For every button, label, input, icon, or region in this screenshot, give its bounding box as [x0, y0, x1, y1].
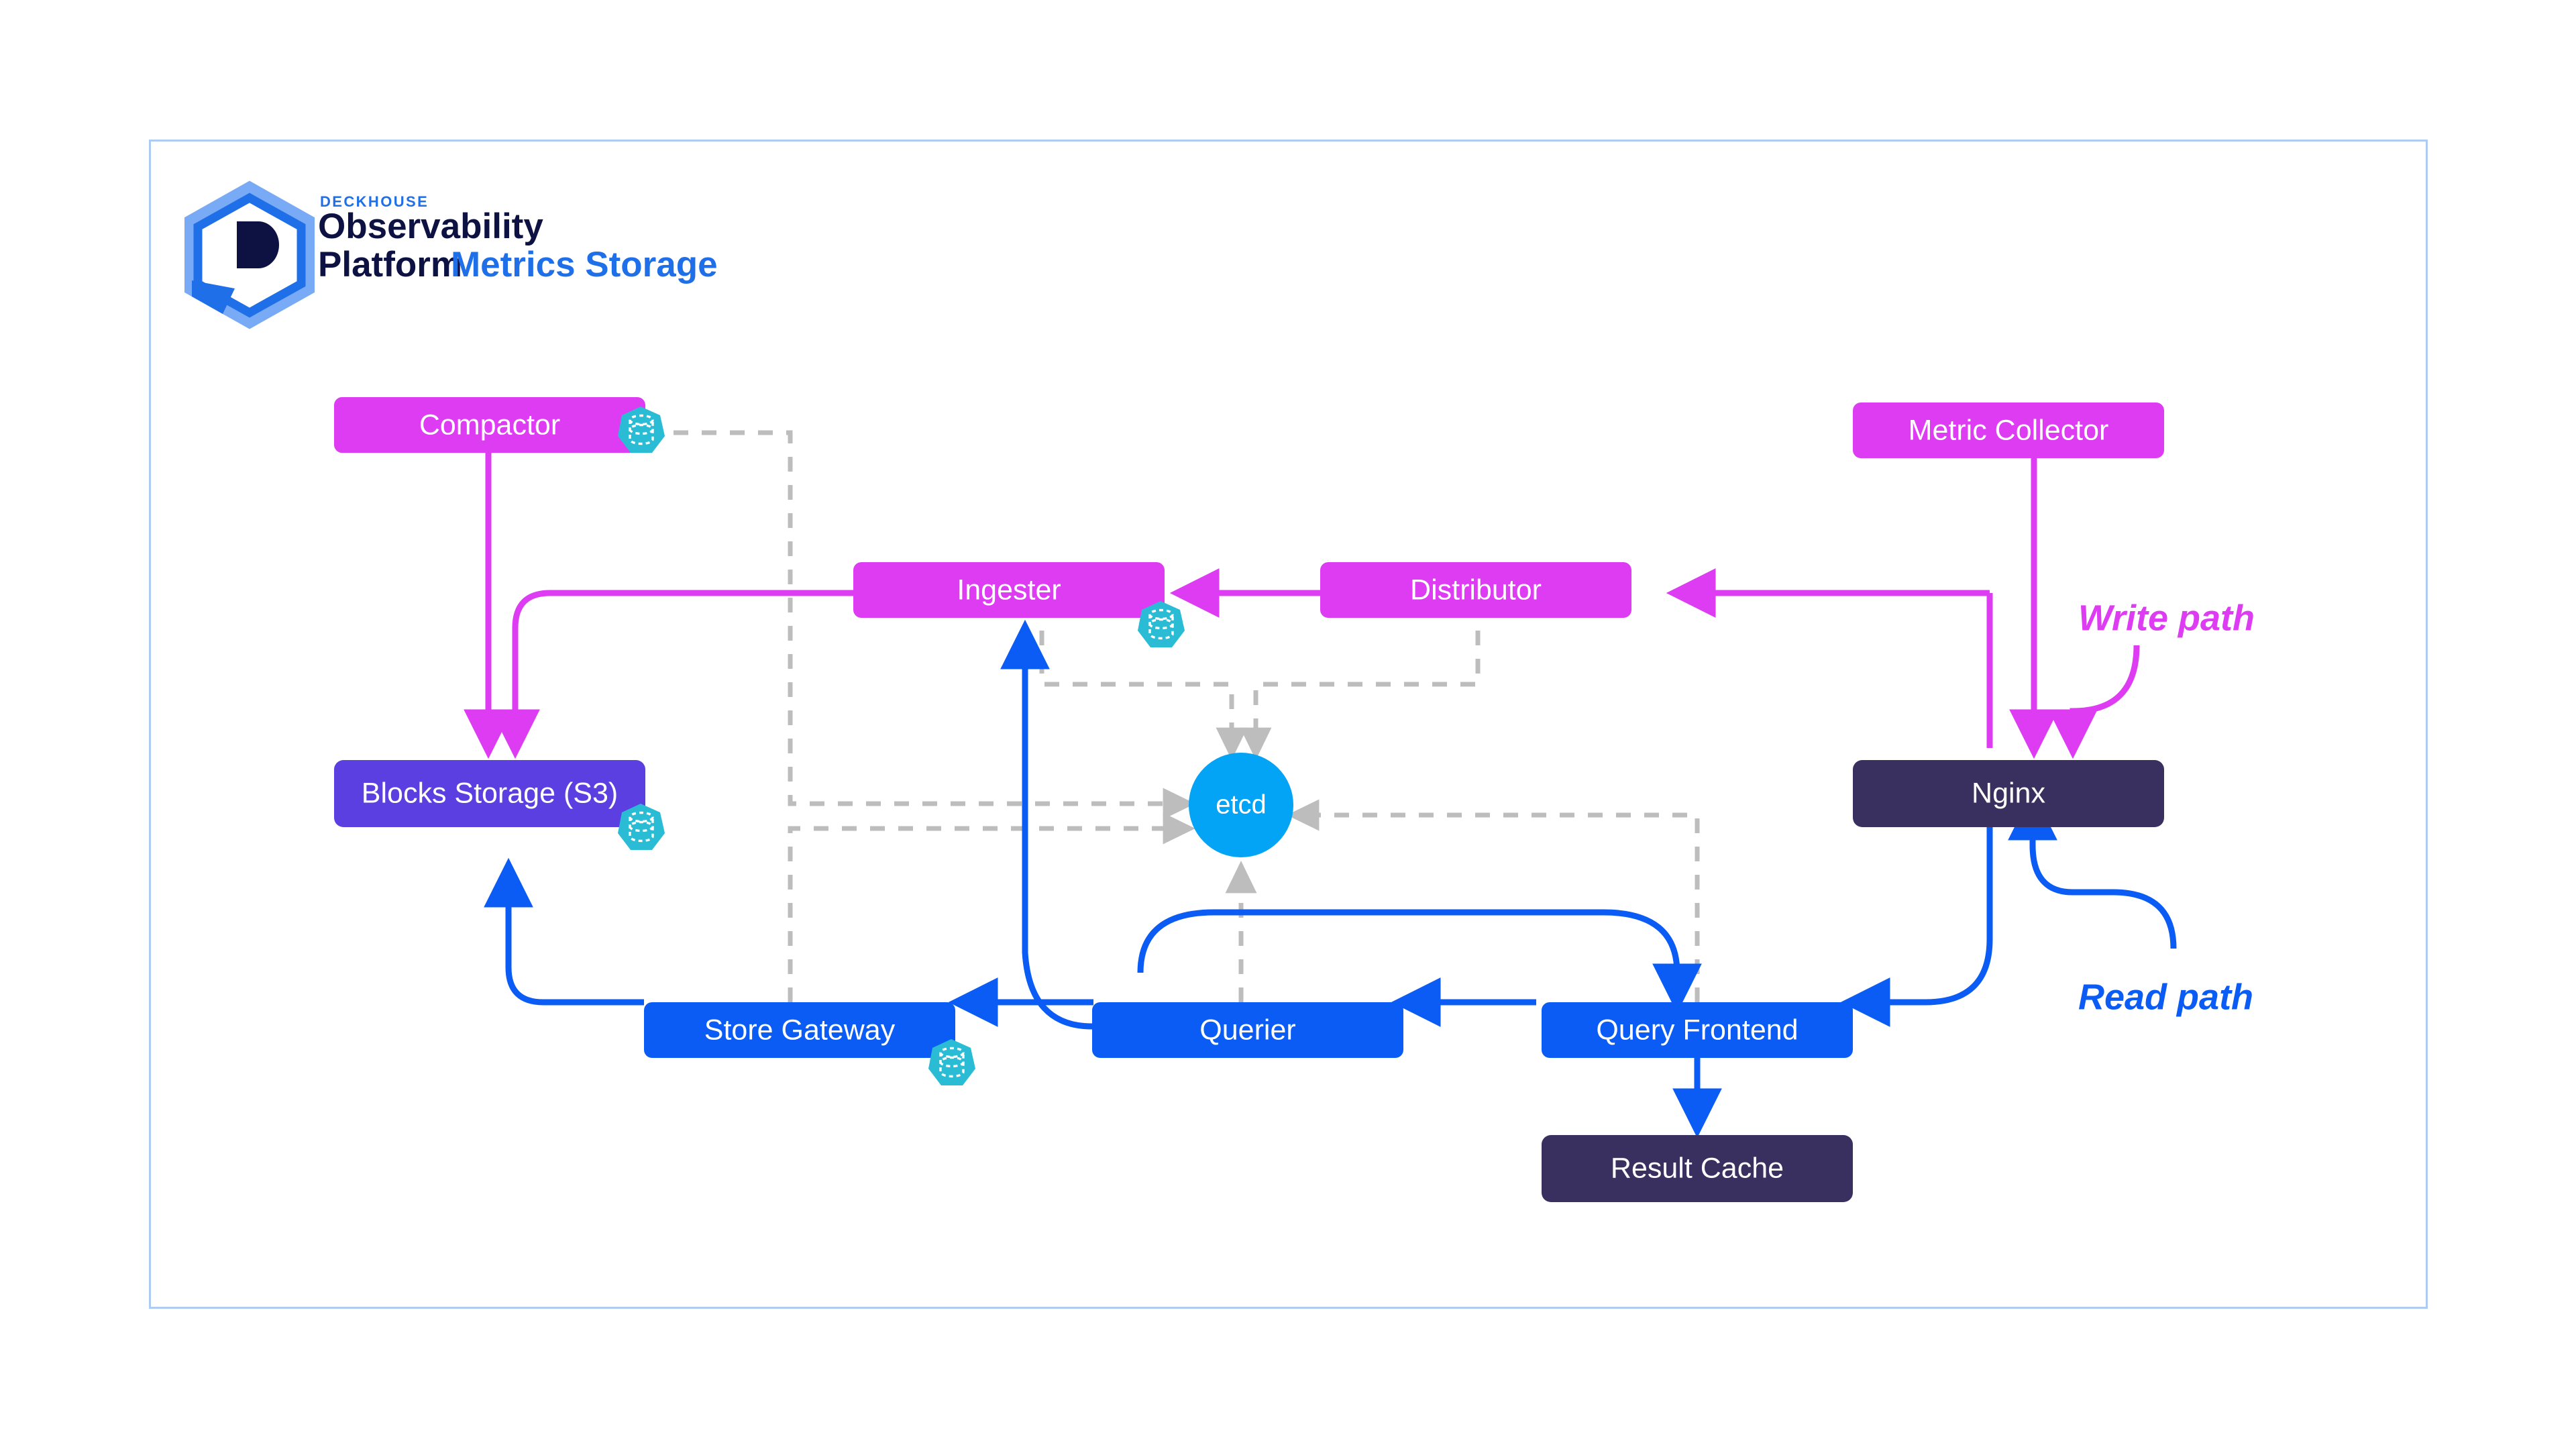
node-ingester[interactable]: Ingester [853, 562, 1165, 618]
edge-write-path-label-nginx [2048, 645, 2140, 759]
storage-cylinder-icon [618, 407, 665, 453]
etcd-dashed-edges [645, 430, 1700, 1002]
legend-write-path: Write path [2078, 598, 2255, 638]
edge-querier-query-frontend [1137, 909, 1702, 1014]
node-compactor[interactable]: Compactor [334, 397, 645, 453]
node-etcd[interactable]: etcd [1189, 753, 1293, 857]
write-path-edges [464, 407, 2140, 759]
node-nginx[interactable]: Nginx [1853, 760, 2164, 827]
storage-cylinder-icon [1138, 601, 1185, 647]
edge-compactor-etcd [645, 430, 1195, 820]
node-blocks-storage-label: Blocks Storage (S3) [362, 777, 618, 809]
node-distributor-label: Distributor [1410, 574, 1542, 606]
logo-eyebrow: DECKHOUSE [320, 193, 429, 210]
storage-cylinder-icon [928, 1039, 975, 1085]
edge-nginx-query-frontend [1840, 792, 1993, 1027]
edge-store-gateway-blocks-storage [484, 857, 644, 1006]
node-etcd-label: etcd [1216, 790, 1267, 820]
node-store-gateway[interactable]: Store Gateway [644, 1002, 955, 1058]
node-compactor-label: Compactor [419, 409, 560, 441]
edge-distributor-etcd [1240, 631, 1481, 760]
logo-line2: Platform [318, 245, 462, 284]
node-distributor[interactable]: Distributor [1320, 562, 1631, 618]
read-path-edges [484, 619, 2177, 1138]
edge-ingester-blocks-storage [490, 590, 853, 759]
node-result-cache[interactable]: Result Cache [1542, 1135, 1853, 1202]
node-nginx-label: Nginx [1972, 777, 2045, 809]
edge-ingester-etcd [1039, 631, 1248, 760]
node-metric-collector[interactable]: Metric Collector [1853, 402, 2164, 458]
node-query-frontend-label: Query Frontend [1596, 1014, 1798, 1046]
node-result-cache-label: Result Cache [1611, 1152, 1784, 1184]
node-querier-label: Querier [1199, 1014, 1295, 1046]
node-querier[interactable]: Querier [1092, 1002, 1403, 1058]
node-query-frontend[interactable]: Query Frontend [1542, 1002, 1853, 1058]
storage-cylinder-icon [618, 804, 665, 850]
edge-query-frontend-etcd [1287, 799, 1700, 1002]
legend-read-path: Read path [2078, 977, 2253, 1017]
node-blocks-storage[interactable]: Blocks Storage (S3) [334, 760, 645, 827]
node-metric-collector-label: Metric Collector [1909, 414, 2109, 446]
edge-read-path-label-nginx [2008, 790, 2177, 949]
node-ingester-label: Ingester [957, 574, 1061, 606]
logo-line1: Observability [318, 207, 543, 246]
edge-store-gateway-etcd [788, 812, 1195, 1002]
node-store-gateway-label: Store Gateway [704, 1014, 896, 1046]
logo-accent: Metrics Storage [451, 245, 718, 284]
deckhouse-hexagon-d-icon [184, 180, 315, 329]
